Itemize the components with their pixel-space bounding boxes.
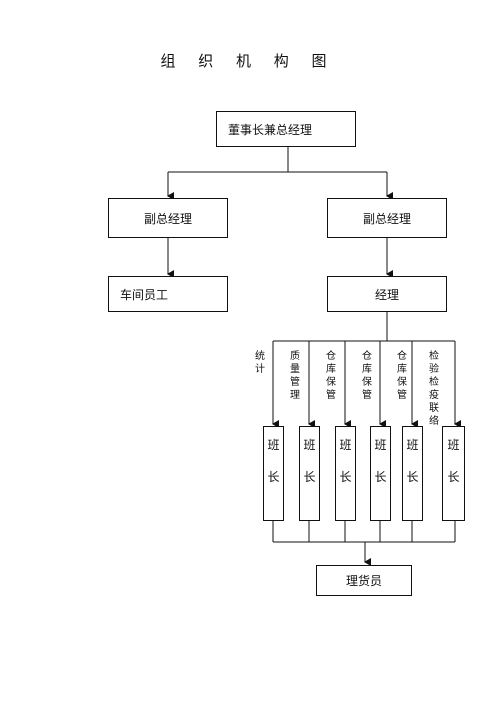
vice-president-right-box: 副总经理: [327, 198, 447, 238]
team-leader-label: 班长: [339, 438, 352, 484]
team-leader-label: 班长: [267, 438, 280, 484]
team-leader-box: 班长: [263, 426, 284, 521]
department-label: 质量管理: [290, 351, 300, 401]
department-label: 检验检疫联络: [429, 351, 439, 427]
page-title: 组 织 机 构 图: [160, 52, 336, 70]
team-leader-label: 班长: [447, 438, 460, 484]
chairman-label: 董事长兼总经理: [228, 122, 313, 137]
department-label: 仓库保管: [397, 351, 407, 401]
team-leader-box: 班长: [442, 426, 465, 521]
team-leader-box: 班长: [402, 426, 423, 521]
warehouse-clerk-box: 理货员: [316, 565, 412, 596]
manager-box: 经理: [327, 276, 447, 312]
team-leader-box: 班长: [299, 426, 320, 521]
vice-president-left-box: 副总经理: [108, 198, 228, 238]
department-label: 仓库保管: [326, 351, 336, 401]
team-leader-box: 班长: [335, 426, 356, 521]
department-label: 仓库保管: [362, 351, 372, 401]
team-leader-box: 班长: [370, 426, 391, 521]
workshop-staff-box: 车间员工: [108, 276, 228, 312]
workshop-staff-label: 车间员工: [120, 287, 169, 302]
team-leader-label: 班长: [374, 438, 387, 484]
manager-label: 经理: [374, 287, 399, 302]
vice-president-left-label: 副总经理: [143, 211, 192, 226]
warehouse-clerk-label: 理货员: [345, 574, 382, 588]
team-leader-label: 班长: [406, 438, 419, 484]
vice-president-right-label: 副总经理: [362, 211, 411, 226]
department-label: 统计: [255, 351, 265, 375]
chairman-box: 董事长兼总经理: [216, 111, 356, 147]
team-leader-label: 班长: [303, 438, 316, 484]
